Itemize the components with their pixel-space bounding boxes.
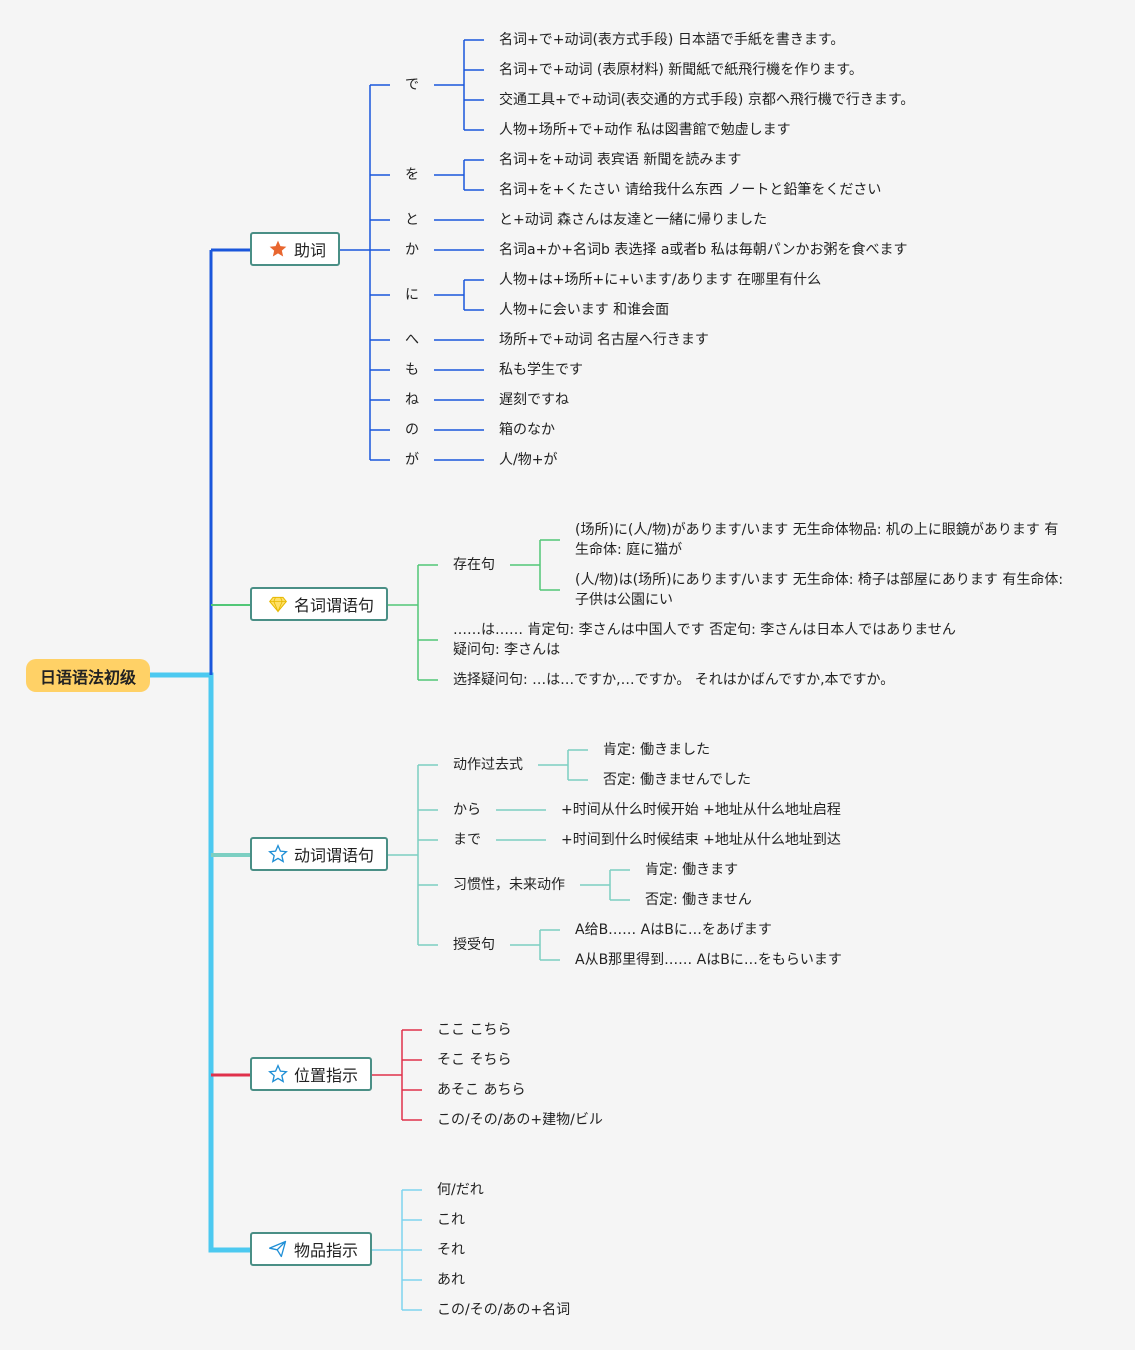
diamond-icon bbox=[269, 596, 287, 613]
leaf-item[interactable]: (人/物)は(场所)にあります/います 无生命体: 椅子は部屋にあります 有生命… bbox=[575, 572, 1064, 608]
topic-existence-sentence[interactable]: 存在句 bbox=[453, 557, 495, 573]
paper-plane-icon bbox=[269, 1240, 287, 1258]
leaf-item[interactable]: 否定: 働きません bbox=[645, 892, 752, 908]
leaf-item[interactable]: ここ こちら bbox=[437, 1022, 512, 1038]
leaf-item[interactable]: 人/物+が bbox=[499, 452, 558, 468]
leaf-item[interactable]: 名词+で+动词 (表原材料) 新聞紙で紙飛行機を作ります。 bbox=[499, 62, 863, 78]
topic-made[interactable]: まで bbox=[453, 832, 481, 848]
leaf-item[interactable]: 肯定: 働きました bbox=[603, 742, 711, 758]
leaf-item[interactable]: これ bbox=[437, 1212, 465, 1228]
topic-mo[interactable]: も bbox=[405, 362, 419, 378]
topic-choice-question[interactable]: 选择疑问句: …は…ですか,…ですか。 それはかばんですか,本ですか。 bbox=[453, 672, 895, 688]
leaf-item[interactable]: 人物+场所+で+动作 私は図書館で勉虚します bbox=[499, 122, 791, 138]
leaf-item[interactable]: +时间到什么时候结束 +地址从什么地址到达 bbox=[561, 832, 841, 848]
topic-giving-receiving[interactable]: 授受句 bbox=[453, 937, 495, 953]
topic-wo[interactable]: を bbox=[405, 167, 419, 183]
leaf-item[interactable]: 名词+を+动词 表宾语 新聞を読みます bbox=[499, 152, 742, 168]
leaf-item[interactable]: そこ そちら bbox=[437, 1052, 512, 1068]
leaf-item[interactable]: 名词+を+くたさい 请给我什么东西 ノートと鉛筆をください bbox=[499, 182, 882, 198]
leaf-item[interactable]: 箱のなか bbox=[499, 422, 555, 438]
topic-de[interactable]: で bbox=[405, 77, 419, 93]
leaf-item[interactable]: (场所)に(人/物)があります/います 无生命体物品: 机の上に眼鏡があります … bbox=[575, 522, 1059, 558]
branch-label: 名词谓语句 bbox=[294, 596, 375, 615]
branch-particles[interactable]: 助词 bbox=[250, 232, 340, 266]
topic-wa-sentence[interactable]: ……は…… 肯定句: 李さんは中国人です 否定句: 李さんは日本人ではありません… bbox=[453, 622, 956, 658]
topic-ne[interactable]: ね bbox=[405, 392, 419, 408]
leaf-item[interactable]: 人物+に会います 和谁会面 bbox=[499, 302, 670, 318]
leaf-item[interactable]: 肯定: 働きます bbox=[645, 862, 739, 878]
topic-no[interactable]: の bbox=[405, 422, 419, 438]
leaf-item[interactable]: 名词+で+动词(表方式手段) 日本語で手紙を書きます。 bbox=[499, 32, 845, 48]
root-topic[interactable]: 日语语法初级 bbox=[26, 659, 150, 692]
topic-habitual[interactable]: 习惯性，未来动作 bbox=[453, 877, 565, 893]
leaf-item[interactable]: 人物+は+场所+に+います/あります 在哪里有什么 bbox=[499, 272, 822, 288]
topic-kara[interactable]: から bbox=[453, 802, 481, 818]
leaf-item[interactable]: A给B…… AはBに…をあげます bbox=[575, 922, 772, 938]
leaf-item[interactable]: 场所+で+动词 名古屋へ行きます bbox=[499, 332, 709, 348]
leaf-item[interactable]: 私も学生です bbox=[499, 362, 583, 378]
leaf-item[interactable]: この/その/あの+建物/ビル bbox=[437, 1112, 603, 1128]
topic-past-tense[interactable]: 动作过去式 bbox=[453, 757, 523, 773]
topic-ka[interactable]: か bbox=[405, 242, 419, 258]
branch-object[interactable]: 物品指示 bbox=[250, 1232, 372, 1266]
star-icon bbox=[269, 240, 287, 257]
branch-label: 物品指示 bbox=[294, 1241, 359, 1260]
leaf-item[interactable]: +时间从什么时候开始 +地址从什么地址启程 bbox=[561, 802, 841, 818]
leaf-item[interactable]: あそこ あちら bbox=[437, 1082, 526, 1098]
leaf-item[interactable]: と+动词 森さんは友達と一緒に帰りました bbox=[499, 212, 768, 228]
topic-ga[interactable]: が bbox=[405, 452, 419, 468]
trunk-line bbox=[150, 672, 250, 1253]
branch-label: 动词谓语句 bbox=[294, 846, 375, 865]
branch-location[interactable]: 位置指示 bbox=[250, 1057, 372, 1091]
topic-he[interactable]: へ bbox=[405, 332, 419, 348]
star-outline-icon bbox=[268, 1064, 288, 1083]
branch-label: 位置指示 bbox=[294, 1066, 359, 1085]
leaf-item[interactable]: 何/だれ bbox=[437, 1182, 484, 1198]
topic-to[interactable]: と bbox=[405, 212, 419, 228]
leaf-item[interactable]: 名词a+か+名词b 表选择 a或者b 私は毎朝パンかお粥を食べます bbox=[499, 242, 908, 258]
branch-label: 助词 bbox=[294, 241, 327, 260]
star-outline-icon bbox=[268, 844, 288, 863]
leaf-item[interactable]: 交通工具+で+动词(表交通的方式手段) 京都へ飛行機で行きます。 bbox=[499, 92, 915, 108]
leaf-item[interactable]: あれ bbox=[437, 1272, 465, 1288]
leaf-item[interactable]: それ bbox=[437, 1242, 465, 1258]
topic-ni[interactable]: に bbox=[405, 287, 419, 303]
branch-noun-predicate[interactable]: 名词谓语句 bbox=[250, 587, 388, 621]
leaf-item[interactable]: 否定: 働きませんでした bbox=[603, 772, 752, 788]
leaf-item[interactable]: A从B那里得到…… AはBに…をもらいます bbox=[575, 952, 842, 968]
leaf-item[interactable]: この/その/あの+名词 bbox=[437, 1302, 571, 1318]
leaf-item[interactable]: 遅刻ですね bbox=[499, 392, 569, 408]
branch-verb-predicate[interactable]: 动词谓语句 bbox=[250, 837, 388, 871]
